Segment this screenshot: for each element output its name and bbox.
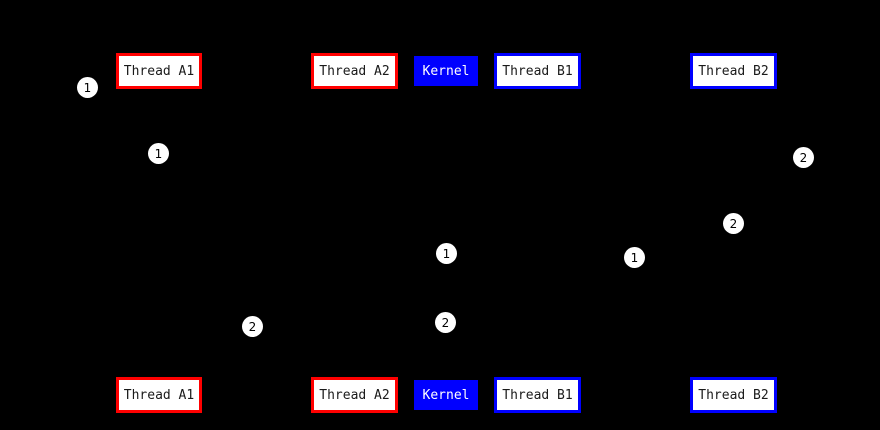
- message-arrow-b2-right: [733, 160, 815, 161]
- lifeline-tick-b1-bottom: [536, 373, 538, 377]
- participant-label: Thread B2: [698, 387, 769, 403]
- lifeline-thread-a1: [159, 89, 160, 377]
- message-arrow-a2-to-kernel: [262, 325, 446, 326]
- step-badge-label: 2: [248, 319, 257, 334]
- participant-label: Thread B1: [502, 387, 573, 403]
- step-badge-label: 1: [83, 80, 92, 95]
- step-badge-label: 2: [441, 315, 450, 330]
- lifeline-tick-b2-bottom: [732, 373, 734, 377]
- message-arrow-a1-left: [75, 90, 159, 91]
- participant-label: Kernel: [422, 63, 470, 79]
- participant-label: Kernel: [422, 387, 470, 403]
- participant-box-kernel-top[interactable]: Kernel: [414, 56, 478, 86]
- step-badge[interactable]: 2: [435, 312, 456, 333]
- step-badge[interactable]: 1: [624, 247, 645, 268]
- participant-box-thread-a2-bottom[interactable]: Thread A2: [311, 377, 398, 413]
- participant-label: Thread A1: [123, 387, 195, 403]
- participant-box-thread-a1-top[interactable]: Thread A1: [116, 53, 202, 89]
- step-badge-label: 1: [442, 246, 451, 261]
- participant-box-thread-b2-top[interactable]: Thread B2: [690, 53, 777, 89]
- step-badge[interactable]: 2: [793, 147, 814, 168]
- step-badge[interactable]: 1: [436, 243, 457, 264]
- message-arrow-kernel-to-b1: [446, 256, 646, 257]
- participant-label: Thread A2: [319, 387, 390, 403]
- participant-box-thread-a1-bottom[interactable]: Thread A1: [116, 377, 202, 413]
- lifeline-kernel: [446, 89, 447, 377]
- lifeline-tick-a2-bottom: [353, 373, 355, 377]
- participant-box-thread-b1-bottom[interactable]: Thread B1: [494, 377, 581, 413]
- step-badge[interactable]: 2: [723, 213, 744, 234]
- participant-label: Thread B2: [698, 63, 769, 79]
- participant-label: Thread B1: [502, 63, 573, 79]
- lifeline-tick-a1-bottom: [158, 373, 160, 377]
- participant-box-thread-b1-top[interactable]: Thread B1: [494, 53, 581, 89]
- step-badge-label: 1: [630, 250, 639, 265]
- participant-box-thread-b2-bottom[interactable]: Thread B2: [690, 377, 777, 413]
- lifeline-thread-b1: [537, 89, 538, 377]
- participant-box-kernel-bottom[interactable]: Kernel: [414, 380, 478, 410]
- step-badge-label: 1: [154, 146, 163, 161]
- participant-box-thread-a2-top[interactable]: Thread A2: [311, 53, 398, 89]
- participant-label: Thread A2: [319, 63, 390, 79]
- step-badge-label: 2: [729, 216, 738, 231]
- step-badge[interactable]: 1: [77, 77, 98, 98]
- lifeline-thread-a2: [354, 89, 355, 377]
- step-badge-label: 2: [799, 150, 808, 165]
- step-badge[interactable]: 1: [148, 143, 169, 164]
- participant-label: Thread A1: [123, 63, 195, 79]
- step-badge[interactable]: 2: [242, 316, 263, 337]
